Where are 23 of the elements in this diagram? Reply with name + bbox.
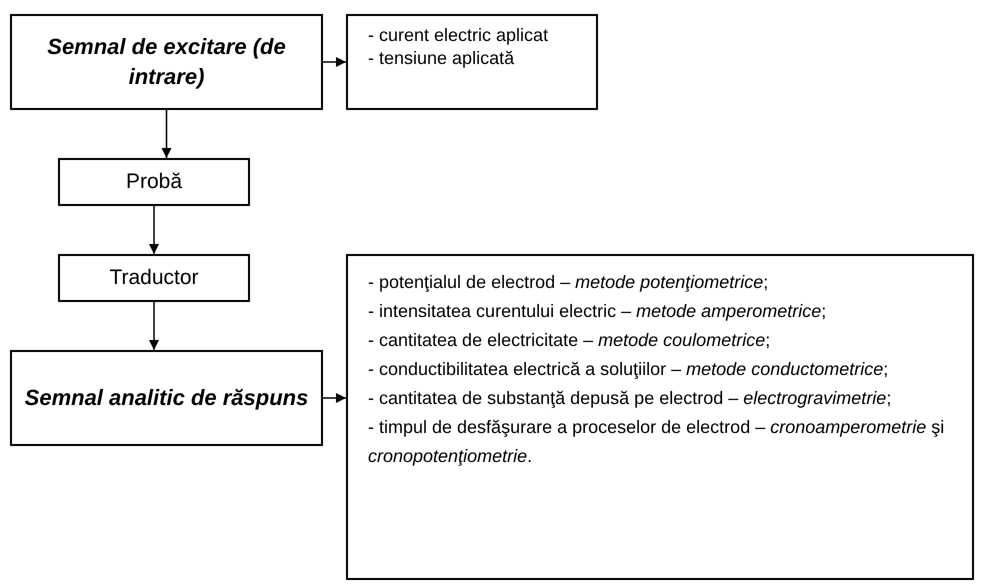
list-box: [346, 254, 974, 580]
process-box: [58, 254, 250, 302]
process-box: [58, 158, 250, 206]
process-box: [10, 350, 323, 446]
list-item: - curent electric aplicat: [368, 24, 550, 47]
arrow: [323, 57, 346, 67]
process-box: [10, 14, 323, 110]
box-label: Semnal de excitare (de intrare): [46, 33, 287, 91]
arrow: [149, 302, 159, 350]
list-box: [346, 14, 598, 110]
box-label: Semnal analitic de răspuns: [24, 384, 308, 412]
list-item: - cantitatea de electricitate – metode coulometrice;: [368, 329, 772, 352]
box-label: Traductor: [109, 265, 199, 291]
box-label: Probă: [126, 169, 182, 195]
list-item: - conductibilitatea electrică a soluţiilor – metode conductometrice;: [368, 358, 890, 381]
list-item: - cantitatea de substanţă depusă pe electrod – electrogravimetrie;: [368, 387, 892, 410]
list-item: - potenţialul de electrod – metode potenţiometrice;: [368, 271, 770, 294]
list-item: - tensiune aplicată: [368, 47, 516, 70]
list-item: - timpul de desfăşurare a proceselor de electrod – cronoamperometrie şi cronopotenţiometrie.: [368, 416, 946, 468]
list-item: - intensitatea curentului electric – metode amperometrice;: [368, 300, 828, 323]
arrow: [149, 206, 159, 254]
arrow: [162, 110, 172, 158]
arrow: [323, 393, 346, 403]
